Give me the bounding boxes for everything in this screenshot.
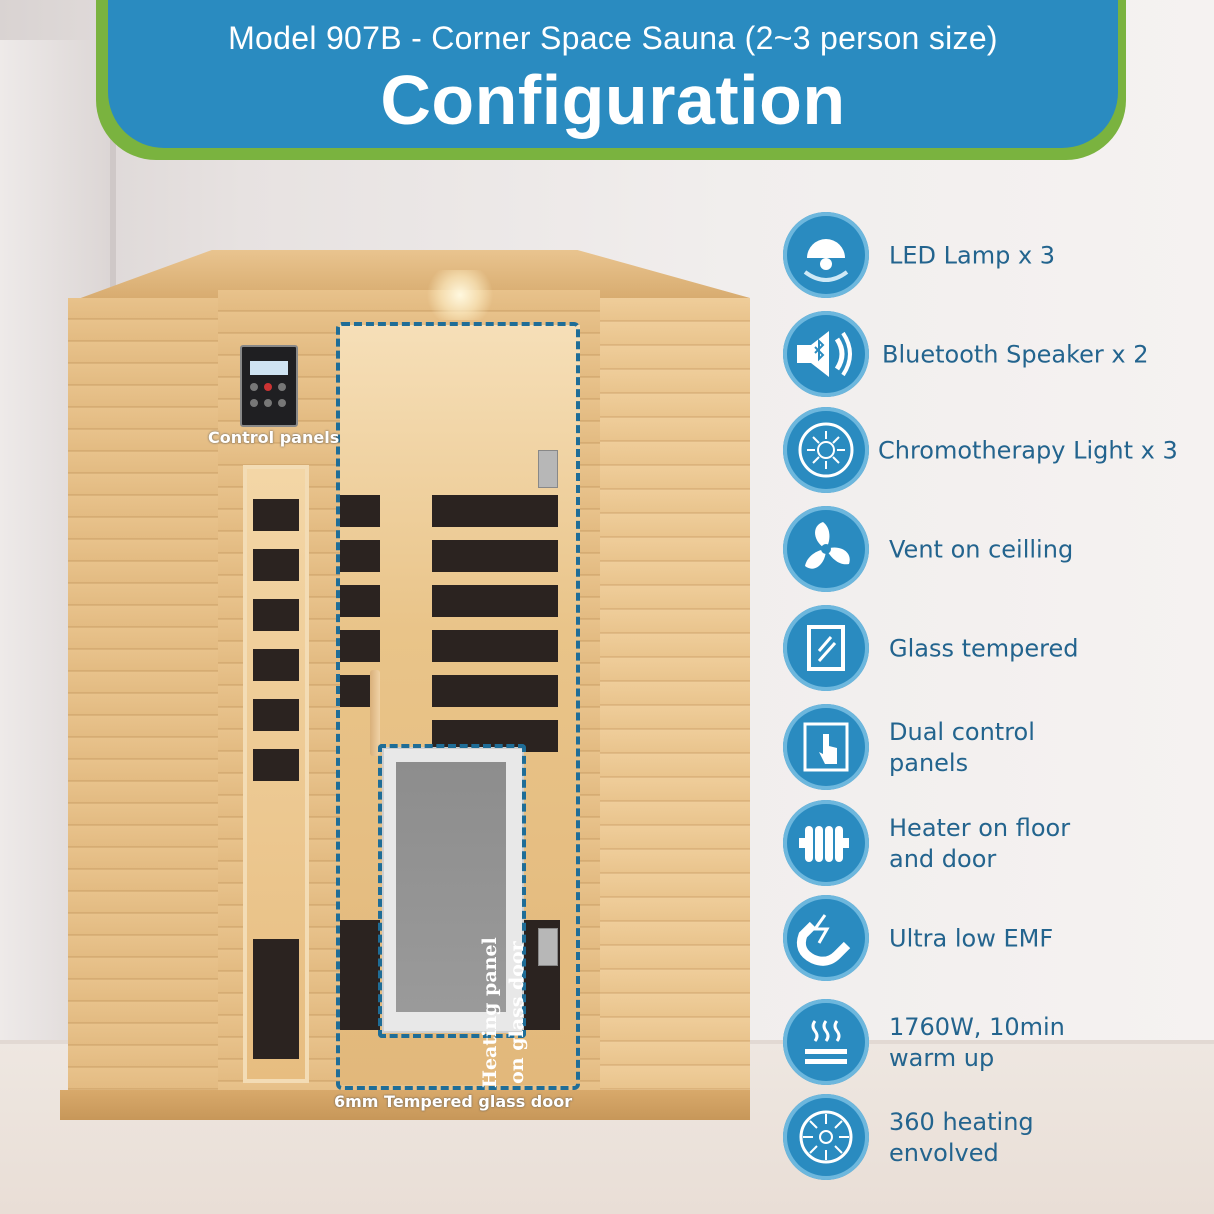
led-lamp-icon — [783, 212, 869, 298]
feature-label: Vent on ceilling — [889, 535, 1074, 564]
touch-control-icon — [783, 704, 869, 790]
header-banner: Model 907B - Corner Space Sauna (2~3 per… — [108, 0, 1118, 148]
control-panel-device — [240, 345, 298, 427]
feature-label: Heater on floor and door — [889, 814, 1071, 873]
feature-label: 1760W, 10min warm up — [889, 1013, 1065, 1072]
feature-vent: Vent on ceilling — [783, 506, 1203, 594]
led-lamp-glow — [420, 270, 500, 320]
feature-glass-tempered: Glass tempered — [783, 605, 1203, 693]
feature-label: Glass tempered — [889, 634, 1079, 663]
banner-subtitle: Model 907B - Corner Space Sauna (2~3 per… — [228, 20, 998, 56]
sauna-base — [60, 1090, 750, 1120]
feature-label: LED Lamp x 3 — [889, 241, 1056, 270]
heater-radiator-icon — [783, 800, 869, 886]
sauna-product-image: Heating panel on glass door — [60, 250, 750, 1120]
feature-label: Ultra low EMF — [889, 924, 1054, 953]
feature-label: Chromotherapy Light x 3 — [878, 436, 1178, 465]
heating-360-icon — [783, 1094, 869, 1180]
control-panels-label: Control panels — [208, 428, 340, 447]
feature-low-emf: Ultra low EMF — [783, 895, 1203, 983]
door-hinge-top — [538, 450, 558, 488]
feature-led-lamp: LED Lamp x 3 — [783, 212, 1203, 300]
heating-panel-outline — [378, 744, 526, 1038]
sauna-left-wall — [68, 298, 218, 1098]
side-glass-window — [243, 465, 309, 1083]
heating-panel-label: Heating panel on glass door — [479, 937, 528, 1088]
control-panel-screen — [250, 361, 288, 375]
heating-panel — [396, 762, 506, 1012]
feature-label: Bluetooth Speaker x 2 — [882, 340, 1149, 369]
feature-heater: Heater on floor and door — [783, 800, 1203, 888]
feature-label: Dual control panels — [889, 718, 1035, 777]
feature-chromotherapy-light: Chromotherapy Light x 3 — [783, 407, 1203, 495]
glass-panel-icon — [783, 605, 869, 691]
door-handle — [370, 670, 380, 756]
feature-360-heating: 360 heating envolved — [783, 1094, 1203, 1182]
banner-title: Configuration — [380, 61, 846, 139]
glass-door-outline — [336, 322, 580, 1090]
glass-door-label: 6mm Tempered glass door — [334, 1092, 573, 1111]
sauna-right-wall — [600, 298, 750, 1098]
chromotherapy-light-icon — [783, 407, 869, 493]
bluetooth-speaker-icon — [783, 311, 869, 397]
vent-fan-icon — [783, 506, 869, 592]
heat-waves-icon — [783, 999, 869, 1085]
feature-bluetooth-speaker: Bluetooth Speaker x 2 — [783, 311, 1203, 399]
door-hinge-bottom — [538, 928, 558, 966]
feature-power-warmup: 1760W, 10min warm up — [783, 999, 1203, 1087]
feature-dual-control: Dual control panels — [783, 704, 1203, 792]
magnet-emf-icon — [783, 895, 869, 981]
feature-label: 360 heating envolved — [889, 1108, 1034, 1167]
